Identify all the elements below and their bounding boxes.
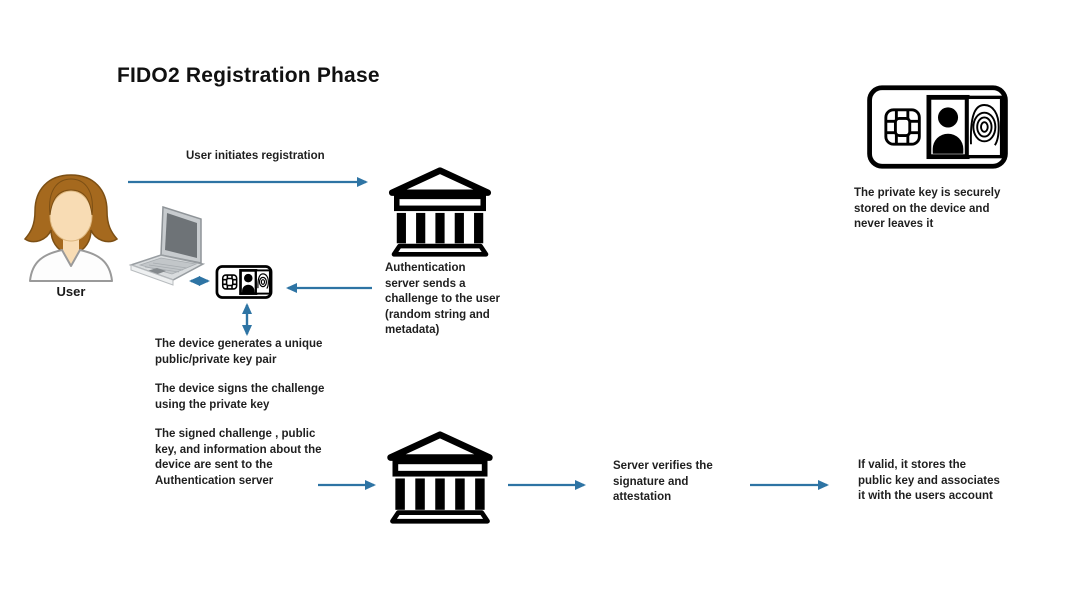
security-key-card-icon: [215, 265, 273, 299]
step-store-label: If valid, it stores the public key and a…: [858, 459, 1000, 502]
bank-building-icon: [388, 167, 492, 257]
bank-building-icon: [387, 431, 493, 524]
id-card-chip-fingerprint-icon: [867, 85, 1008, 169]
step-challenge-label: Authentication server sends a challenge …: [385, 262, 501, 336]
step-initiate-label: User initiates registration: [186, 150, 325, 162]
step-send-label: The signed challenge , public key, and i…: [155, 428, 322, 487]
private-key-note: The private key is securely stored on th…: [854, 187, 1001, 230]
step-sign-label: The device signs the challenge using the…: [155, 383, 325, 411]
step-keypair-label: The device generates a unique public/pri…: [155, 338, 323, 366]
step-verify-label: Server verifies the signature and attest…: [613, 460, 713, 503]
user-label: User: [56, 284, 86, 299]
laptop-icon: [128, 205, 206, 286]
page-title: FIDO2 Registration Phase: [117, 64, 380, 87]
woman-user-icon: [23, 174, 119, 282]
